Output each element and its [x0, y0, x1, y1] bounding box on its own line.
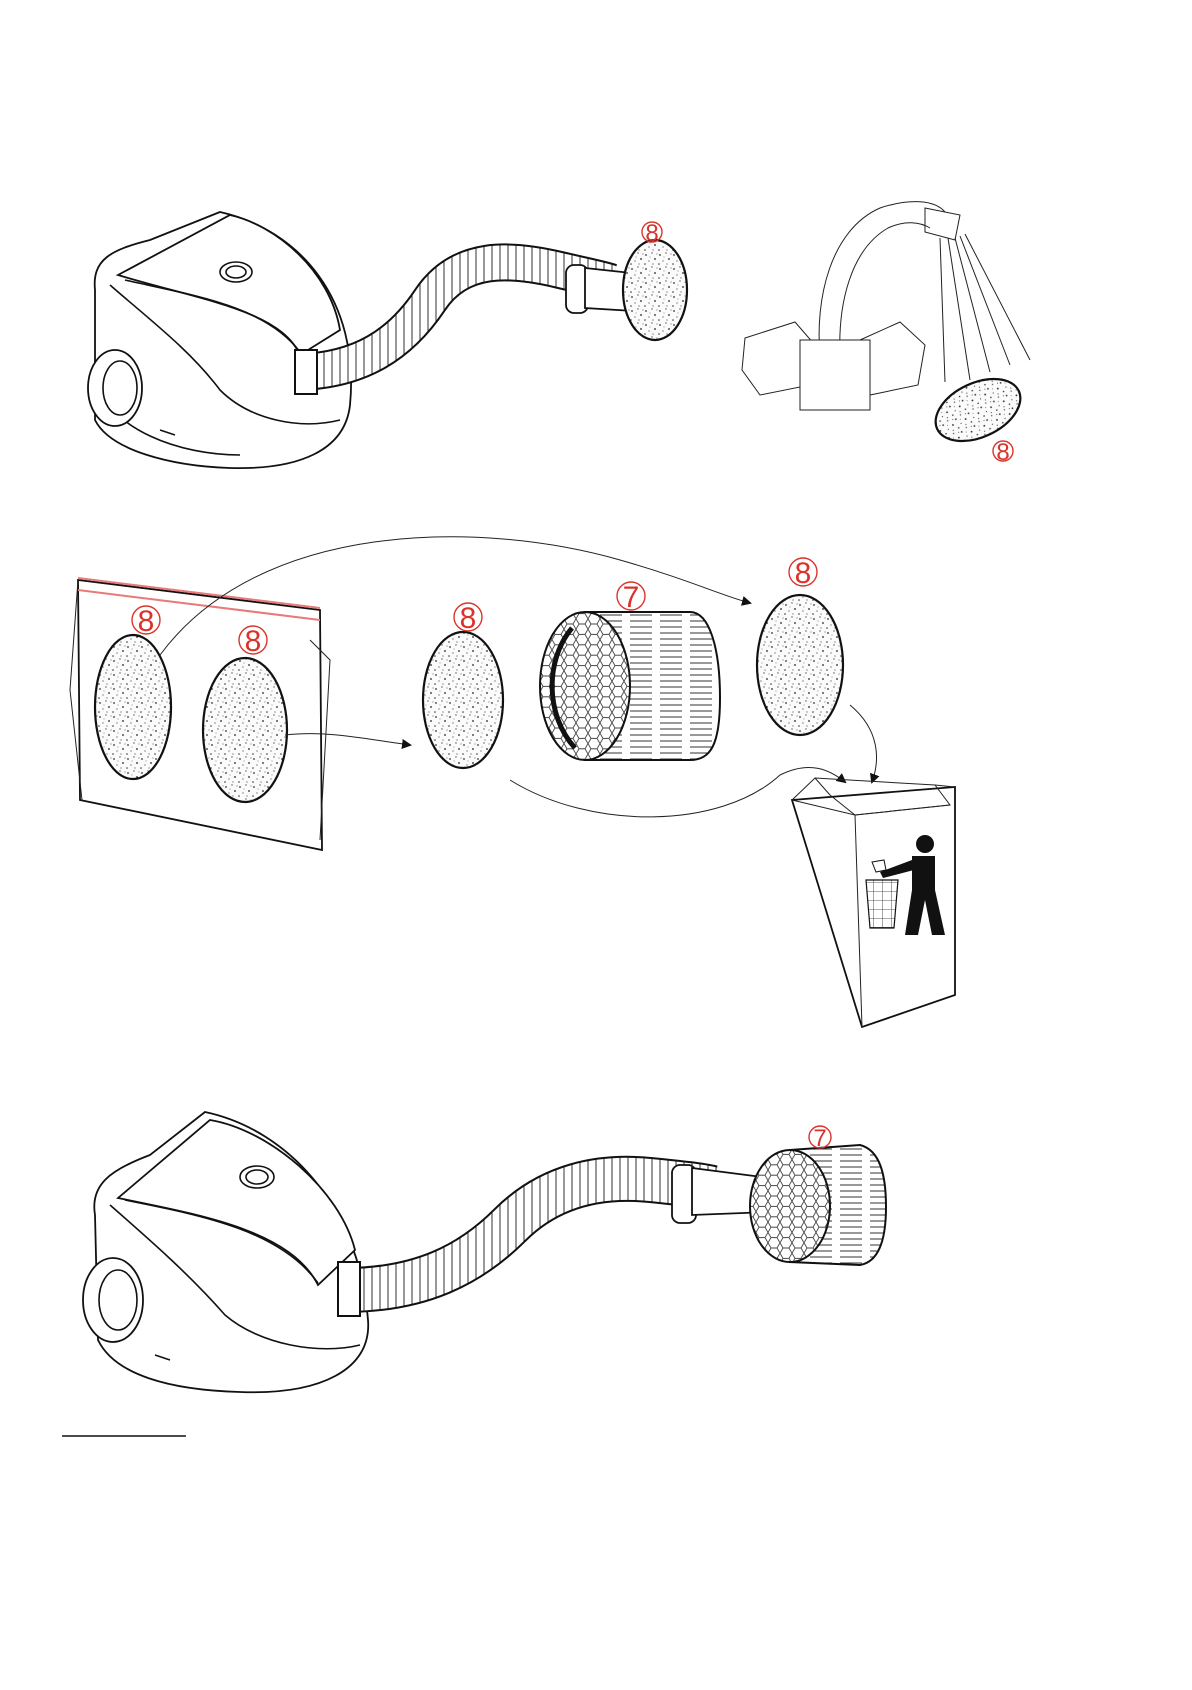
- vacuum-cleaner-icon: [88, 212, 351, 468]
- faucet-icon: [742, 202, 960, 410]
- foam-filter-8-new: 8: [423, 602, 503, 768]
- foam-filter-8-on-vacuum: 8: [623, 220, 687, 340]
- callout-8: 8: [645, 220, 658, 247]
- hepa-cylinder-filter-icon: 7: [540, 581, 720, 760]
- hose-icon: [338, 1165, 770, 1316]
- callout-7: 7: [623, 581, 640, 614]
- trash-bin-icon: [792, 778, 955, 1027]
- vacuum-cleaner-icon: [83, 1112, 368, 1392]
- callout-7: 7: [813, 1125, 826, 1152]
- hepa-cylinder-filter-on-vacuum: 7: [750, 1125, 886, 1265]
- callout-8: 8: [795, 557, 812, 590]
- callout-8: 8: [460, 602, 477, 635]
- callout-8: 8: [996, 439, 1009, 466]
- callout-8: 8: [245, 625, 262, 658]
- water-stream-icon: [940, 234, 1030, 382]
- foam-filter-8-washing: 8: [926, 367, 1030, 466]
- hose-icon: [295, 262, 650, 394]
- callout-8: 8: [138, 605, 155, 638]
- foam-filter-8-old: 8: [757, 557, 843, 735]
